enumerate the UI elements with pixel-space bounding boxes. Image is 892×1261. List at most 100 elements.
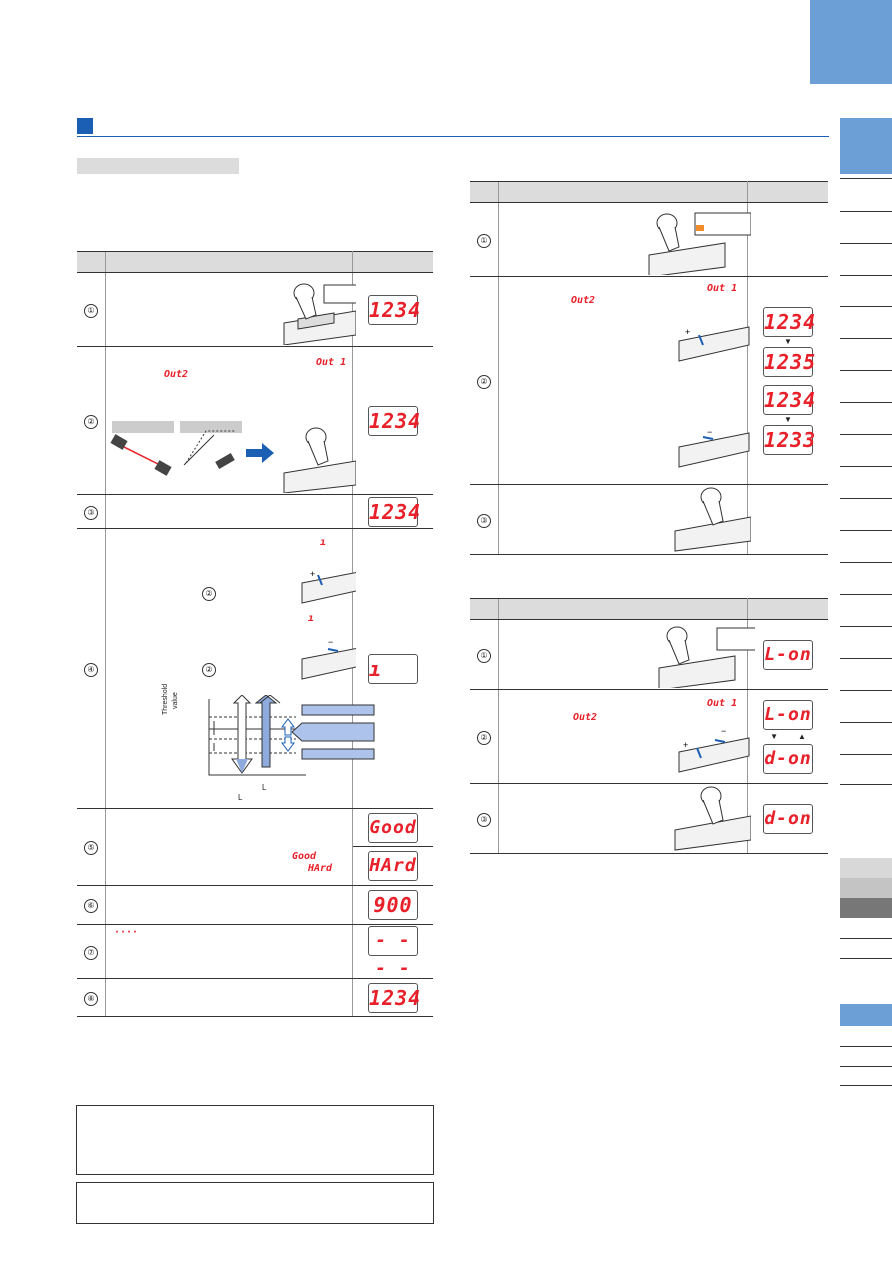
svg-text:+: + [685,327,690,337]
out1-inline: Out 1 [707,283,738,294]
step-ref: ② [202,587,216,601]
diagram-label: L [262,783,267,792]
side-divider [840,690,892,691]
dots-inline: ···· [114,927,139,938]
table-row: ③ [470,484,828,555]
side-divider [840,938,892,939]
chapter-tab [810,0,892,84]
led-display: ı [368,653,418,684]
press-button-illustration [674,487,751,552]
table-row: ④ ı ② ı ② + − Threshold value L L [77,528,433,809]
side-divider [840,530,892,531]
note-box [76,1182,434,1224]
procedure-table-right-1: ① ② Out 1 Out2 + − [470,181,828,555]
table-row: ② Out 1 Out2 1234 [77,346,433,495]
hard-inline: HArd [308,863,333,874]
led-display: L-on [763,699,813,730]
mark-inline: ı [320,537,327,548]
led-display: 1234 [368,496,420,527]
procedure-table-right-2: ① L-on ② Out 1 Out2 + − L- [470,598,828,854]
sensor-illustration [110,427,356,493]
plus-minus-illustration: + − [678,326,750,468]
label-bar [180,421,242,433]
side-divider [840,178,892,179]
table-row: ⑧ 1234 [77,978,433,1017]
led-display: 1235 [763,347,815,377]
step-number: ① [84,303,98,318]
step-number: ① [477,233,491,248]
led-display: 1233 [763,425,815,455]
step-number: ② [477,730,491,745]
subsection-bar [77,158,239,174]
side-divider [840,1085,892,1086]
led-display: d-on [763,803,813,834]
table-row: ① L-on [470,619,828,690]
table-row: ⑦ ···· - - - - [77,924,433,979]
step-number: ② [84,414,98,429]
side-tab[interactable] [840,1004,892,1026]
led-display: - - - - [368,926,418,979]
table-row: ② Out 1 Out2 + − L-on ▼ ▲ d-on [470,689,828,784]
svg-text:−: − [721,726,726,736]
down-arrow-icon: ▼ [784,337,792,346]
press-button-illustration [658,626,755,688]
step-ref: ② [202,663,216,677]
step-number: ④ [84,662,98,677]
table-row: ③ d-on [470,783,828,854]
note-box [76,1105,434,1175]
svg-text:−: − [328,637,333,647]
led-display: d-on [763,743,813,774]
out2-inline: Out2 [571,295,596,306]
step-number: ① [477,648,491,663]
led-display: L-on [763,639,813,670]
side-divider [840,243,892,244]
diagram-label: L [238,793,243,802]
side-divider [840,594,892,595]
svg-text:+: + [310,569,315,579]
side-divider [840,562,892,563]
table-row: ① [470,202,828,277]
step-number: ⑧ [84,991,98,1006]
led-display: 1234 [763,385,815,415]
step-number: ③ [84,505,98,520]
press-button-illustration [648,212,751,275]
table-row: ③ 1234 [77,494,433,529]
side-tab[interactable] [840,898,892,918]
label-bar [112,421,174,433]
step-number: ③ [477,513,491,528]
side-divider [840,784,892,785]
step-number: ② [477,374,491,389]
table-row: ⑤ Good HArd Good HArd [77,808,433,886]
down-arrow-icon: ▼ [784,415,792,424]
section-rule [77,136,829,137]
side-divider [840,306,892,307]
threshold-diagram [208,695,375,776]
table-row: ② Out 1 Out2 + − 1234 ▼ 1235 1234 ▼ 1233 [470,276,828,485]
side-tab-active[interactable] [840,118,892,174]
side-divider [840,722,892,723]
svg-text:+: + [683,740,688,750]
cycle-arrows-icon: ▼ ▲ [770,731,806,741]
good-inline: Good [292,851,317,862]
side-divider [840,338,892,339]
side-divider [840,658,892,659]
led-display: 1234 [368,982,420,1013]
table-row: ① 1234 [77,272,433,347]
plus-minus-illustration: + − [301,569,356,680]
side-divider [840,211,892,212]
side-divider [840,434,892,435]
side-divider [840,466,892,467]
side-divider [840,498,892,499]
table-row: ⑥ 900 [77,885,433,925]
led-display: Good [368,812,418,843]
led-display: 1234 [763,307,815,337]
led-display: HArd [368,851,418,881]
out2-inline: Out2 [573,712,598,723]
step-number: ⑤ [84,841,98,855]
section-marker [77,118,93,134]
svg-text:−: − [707,427,712,437]
side-tab[interactable] [840,878,892,898]
plus-minus-illustration: + − [678,726,750,773]
step-number: ③ [477,812,491,827]
side-tab[interactable] [840,858,892,878]
